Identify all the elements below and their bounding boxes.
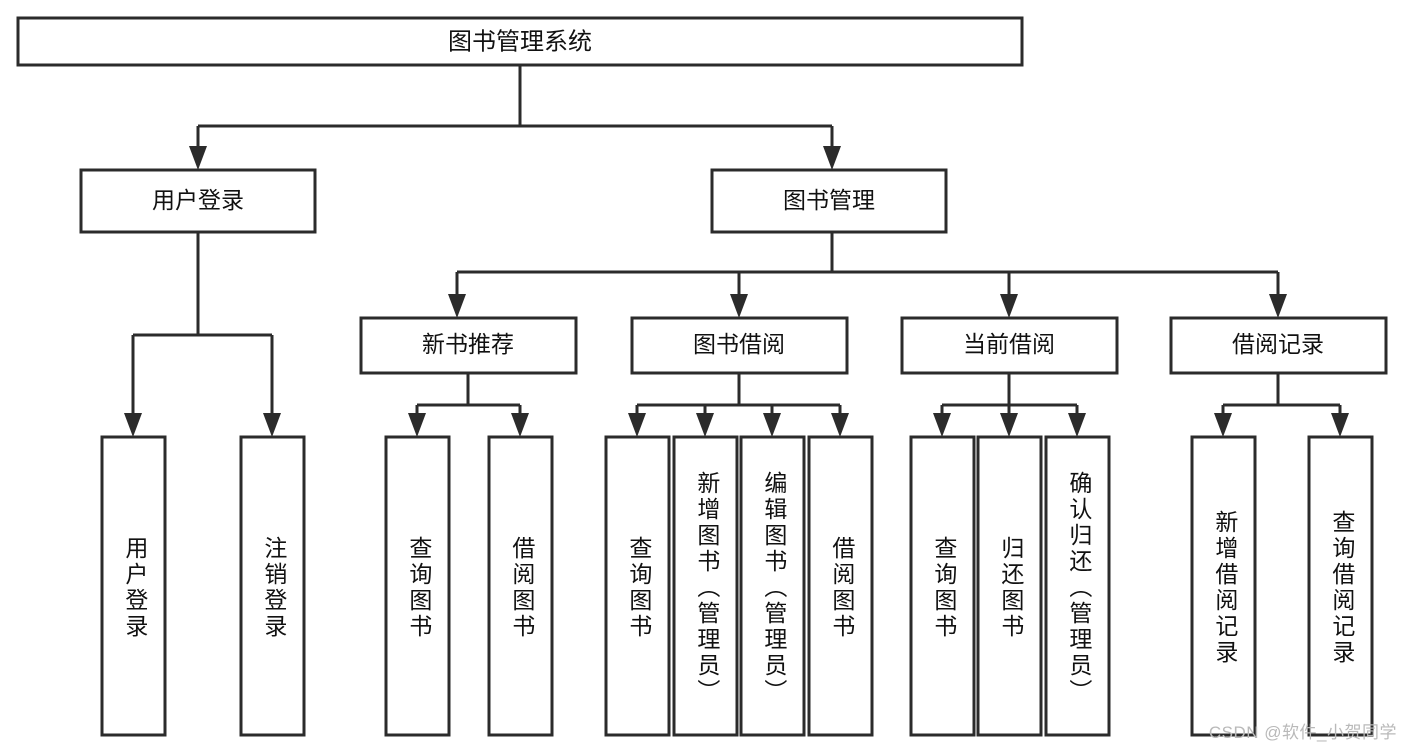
node-user-login-box[interactable] bbox=[79, 168, 317, 234]
node-new-book-recommend-box[interactable] bbox=[359, 316, 578, 375]
leaf-new-book-recommend-1-box[interactable] bbox=[384, 435, 451, 737]
arrowhead-leaf-book-borrow-2 bbox=[696, 413, 714, 437]
leaf-current-borrow-1-label: 查询图书 bbox=[931, 536, 958, 640]
leaf-book-borrow-1-label: 查询图书 bbox=[626, 536, 653, 640]
arrowhead-leaf-new-book-2 bbox=[511, 413, 529, 437]
leaf-user-login-2-label: 注销登录 bbox=[261, 536, 288, 640]
node-user-login-label: 用户登录 bbox=[152, 187, 244, 213]
arrowhead-user-login bbox=[189, 146, 207, 170]
node-book-manage[interactable]: 图书管理 bbox=[710, 168, 948, 234]
arrowhead-leaf-new-book-1 bbox=[408, 413, 426, 437]
leaf-book-borrow-3[interactable]: 编辑图书（管理员） bbox=[739, 435, 806, 737]
leaf-borrow-record-2[interactable]: 查询借阅记录 bbox=[1307, 435, 1374, 737]
leaf-book-borrow-4[interactable]: 借阅图书 bbox=[807, 435, 874, 737]
leaf-current-borrow-2[interactable]: 归还图书 bbox=[976, 435, 1043, 737]
arrowhead-leaf-book-borrow-3 bbox=[763, 413, 781, 437]
leaf-current-borrow-1[interactable]: 查询图书 bbox=[909, 435, 976, 737]
arrowhead-leaf-user-login-2 bbox=[263, 413, 281, 437]
node-current-borrow[interactable]: 当前借阅 bbox=[900, 316, 1119, 375]
leaf-book-borrow-4-box[interactable] bbox=[807, 435, 874, 737]
leaf-borrow-record-2-label: 查询借阅记录 bbox=[1329, 510, 1356, 666]
node-current-borrow-label: 当前借阅 bbox=[963, 331, 1055, 357]
leaf-new-book-recommend-2[interactable]: 借阅图书 bbox=[487, 435, 554, 737]
arrowhead-leaf-borrow-record-2 bbox=[1331, 413, 1349, 437]
leaf-borrow-record-1[interactable]: 新增借阅记录 bbox=[1190, 435, 1257, 737]
leaf-borrow-record-2-box[interactable] bbox=[1307, 435, 1374, 737]
arrowhead-leaf-book-borrow-1 bbox=[628, 413, 646, 437]
arrowhead-leaf-current-borrow-3 bbox=[1068, 413, 1086, 437]
arrowhead-book-manage bbox=[823, 146, 841, 170]
node-root-label: 图书管理系统 bbox=[448, 28, 592, 55]
leaf-current-borrow-2-label: 归还图书 bbox=[998, 536, 1025, 640]
arrowhead-current-borrow bbox=[1000, 294, 1018, 318]
node-borrow-record[interactable]: 借阅记录 bbox=[1169, 316, 1388, 375]
node-root[interactable]: 图书管理系统 bbox=[16, 16, 1024, 67]
leaf-user-login-1-box[interactable] bbox=[100, 435, 167, 737]
node-user-login[interactable]: 用户登录 bbox=[79, 168, 317, 234]
leaf-user-login-1[interactable]: 用户登录 bbox=[100, 435, 167, 737]
node-book-borrow[interactable]: 图书借阅 bbox=[630, 316, 849, 375]
arrowhead-borrow-record bbox=[1269, 294, 1287, 318]
node-book-borrow-label: 图书借阅 bbox=[693, 331, 785, 357]
leaf-book-borrow-1-box[interactable] bbox=[604, 435, 671, 737]
leaf-current-borrow-1-box[interactable] bbox=[909, 435, 976, 737]
leaf-user-login-2[interactable]: 注销登录 bbox=[239, 435, 306, 737]
leaf-book-borrow-4-label: 借阅图书 bbox=[829, 536, 856, 640]
leaf-book-borrow-3-label: 编辑图书（管理员） bbox=[761, 471, 788, 705]
leaf-current-borrow-3-box[interactable] bbox=[1044, 435, 1111, 737]
node-current-borrow-box[interactable] bbox=[900, 316, 1119, 375]
arrowhead-leaf-current-borrow-2 bbox=[1000, 413, 1018, 437]
leaf-user-login-2-box[interactable] bbox=[239, 435, 306, 737]
node-book-borrow-box[interactable] bbox=[630, 316, 849, 375]
node-borrow-record-label: 借阅记录 bbox=[1232, 331, 1324, 357]
arrowhead-new-book-recommend bbox=[448, 294, 466, 318]
leaf-user-login-1-label: 用户登录 bbox=[122, 536, 149, 640]
node-new-book-recommend-label: 新书推荐 bbox=[422, 331, 514, 357]
arrowhead-leaf-user-login-1 bbox=[124, 413, 142, 437]
arrowhead-leaf-current-borrow-1 bbox=[933, 413, 951, 437]
leaf-book-borrow-2-box[interactable] bbox=[672, 435, 739, 737]
arrowhead-book-borrow bbox=[730, 294, 748, 318]
watermark: CSDN @软件_小贺同学 bbox=[1208, 723, 1397, 742]
leaf-new-book-recommend-2-box[interactable] bbox=[487, 435, 554, 737]
leaf-book-borrow-1[interactable]: 查询图书 bbox=[604, 435, 671, 737]
node-new-book-recommend[interactable]: 新书推荐 bbox=[359, 316, 578, 375]
node-borrow-record-box[interactable] bbox=[1169, 316, 1388, 375]
leaf-borrow-record-1-box[interactable] bbox=[1190, 435, 1257, 737]
connector-group bbox=[124, 65, 1349, 437]
arrowhead-leaf-borrow-record-1 bbox=[1214, 413, 1232, 437]
node-root-box[interactable] bbox=[16, 16, 1024, 67]
leaf-current-borrow-3[interactable]: 确认归还（管理员） bbox=[1044, 435, 1111, 737]
leaf-current-borrow-2-box[interactable] bbox=[976, 435, 1043, 737]
leaf-current-borrow-3-label: 确认归还（管理员） bbox=[1066, 471, 1093, 705]
leaf-new-book-recommend-1-label: 查询图书 bbox=[406, 536, 433, 640]
node-book-manage-box[interactable] bbox=[710, 168, 948, 234]
leaf-new-book-recommend-2-label: 借阅图书 bbox=[509, 536, 536, 640]
leaf-book-borrow-3-box[interactable] bbox=[739, 435, 806, 737]
node-book-manage-label: 图书管理 bbox=[783, 187, 875, 213]
leaf-borrow-record-1-label: 新增借阅记录 bbox=[1212, 510, 1239, 666]
leaf-book-borrow-2-label: 新增图书（管理员） bbox=[694, 471, 721, 705]
leaf-new-book-recommend-1[interactable]: 查询图书 bbox=[384, 435, 451, 737]
leaf-book-borrow-2[interactable]: 新增图书（管理员） bbox=[672, 435, 739, 737]
arrowhead-leaf-book-borrow-4 bbox=[831, 413, 849, 437]
